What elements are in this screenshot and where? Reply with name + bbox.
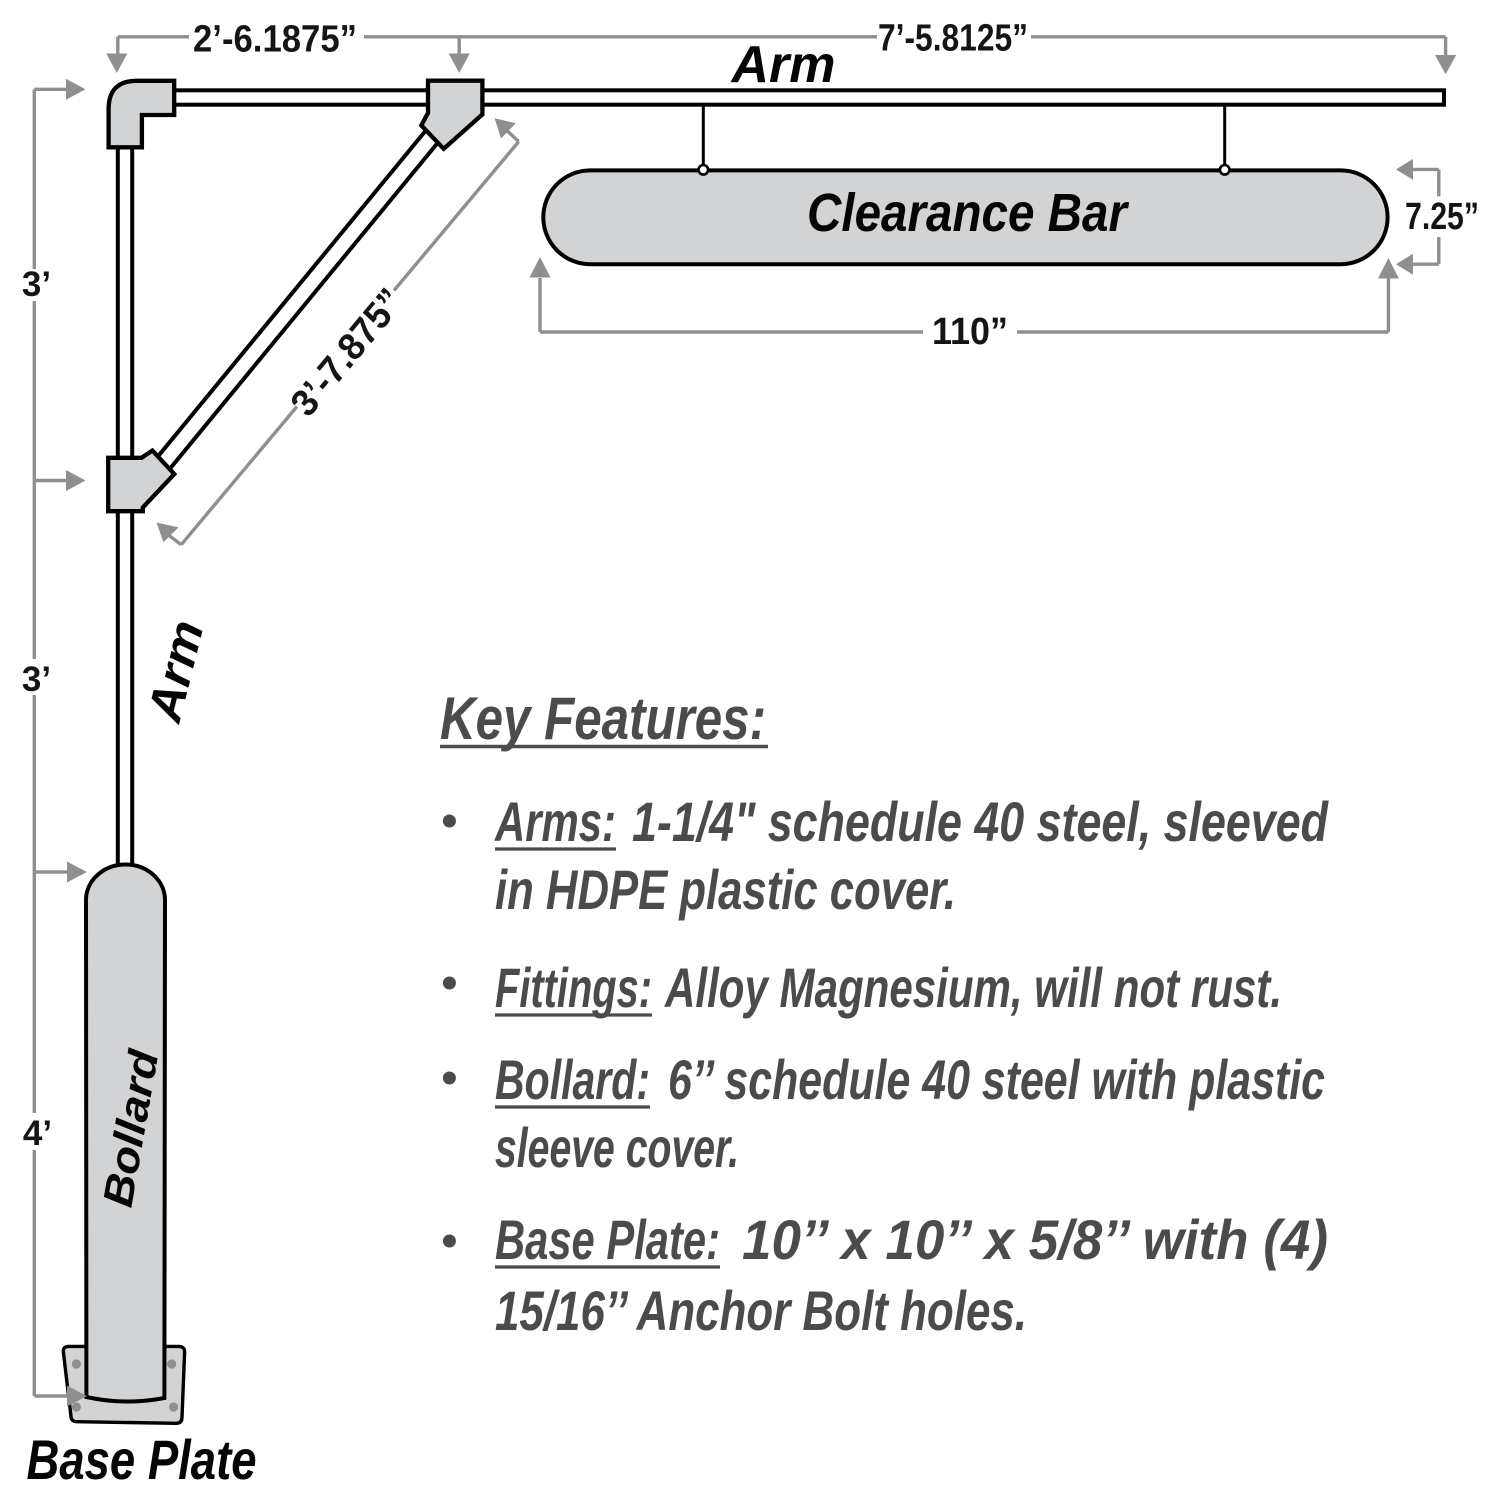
svg-text:110”: 110” [932,311,1008,353]
svg-text:4’: 4’ [23,1114,52,1153]
svg-text:3’: 3’ [22,660,51,699]
svg-text:Base Plate:: Base Plate: [495,1208,720,1271]
svg-text:2’-6.1875”: 2’-6.1875” [193,19,357,61]
svg-text:3’: 3’ [22,265,51,304]
svg-text:1-1/4" schedule 40 steel, slee: 1-1/4" schedule 40 steel, sleeved [632,790,1329,853]
svg-text:10’’ x 10’’ x 5/8’’ with (4): 10’’ x 10’’ x 5/8’’ with (4) [742,1208,1328,1271]
svg-text:sleeve cover.: sleeve cover. [495,1116,739,1179]
svg-text:in HDPE plastic cover.: in HDPE plastic cover. [495,858,956,921]
svg-text:Bollard:: Bollard: [495,1048,650,1111]
svg-text:Arm: Arm [730,36,836,94]
svg-text:Arms:: Arms: [494,790,616,853]
svg-text:Base Plate: Base Plate [27,1428,257,1491]
svg-text:7’-5.8125”: 7’-5.8125” [878,18,1028,60]
svg-text:Key Features:: Key Features: [440,685,766,752]
svg-text:7.25”: 7.25” [1405,196,1479,238]
svg-text:Alloy Magnesium, will not rust: Alloy Magnesium, will not rust. [663,956,1282,1019]
svg-text:15/16’’ Anchor Bolt holes.: 15/16’’ Anchor Bolt holes. [495,1279,1027,1342]
svg-text:Fittings:: Fittings: [495,956,652,1019]
svg-text:Clearance Bar: Clearance Bar [807,183,1130,243]
svg-text:6’’ schedule 40 steel with pla: 6’’ schedule 40 steel with plastic [668,1048,1325,1111]
